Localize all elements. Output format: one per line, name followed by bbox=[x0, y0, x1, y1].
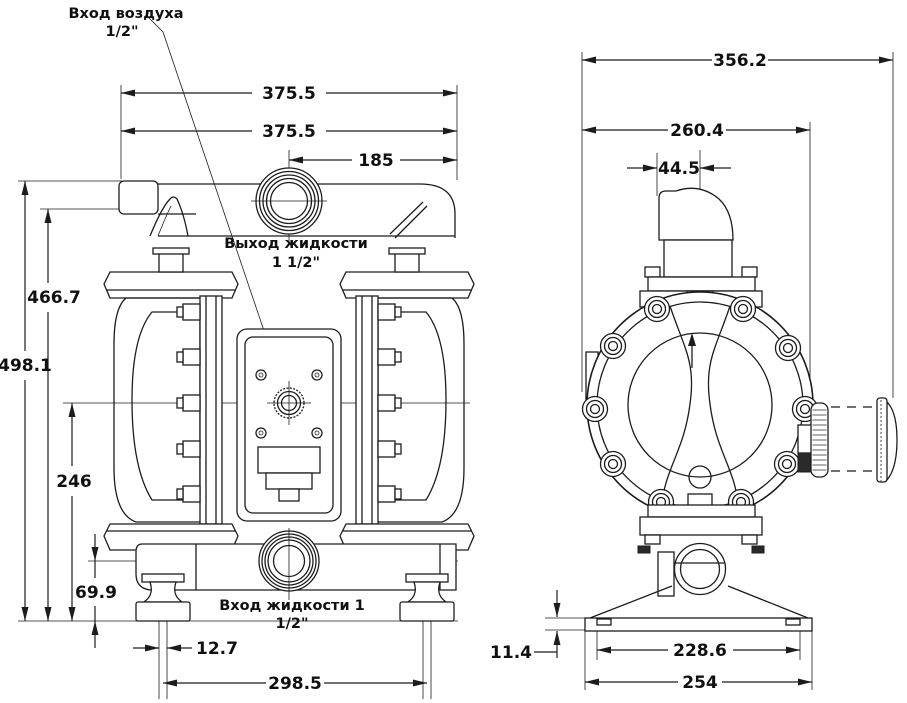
right-foot bbox=[399, 573, 455, 622]
air-inlet-port bbox=[267, 381, 311, 425]
center-section-left bbox=[661, 305, 693, 507]
air-inlet-leader bbox=[146, 15, 287, 397]
neck-column bbox=[663, 239, 733, 278]
side-bottom-assembly bbox=[584, 493, 813, 632]
dim-foot-slot-width: 12.7 bbox=[196, 639, 238, 659]
fluid-outlet-port bbox=[251, 167, 327, 235]
muffler-end-cap bbox=[876, 397, 898, 483]
top-clamp-flange bbox=[647, 276, 756, 292]
dim-overall-width-top: 375.5 bbox=[262, 84, 316, 104]
side-dimensions bbox=[534, 56, 893, 686]
front-view: 375.5 375.5 185 498.1 466.7 246 69.9 12.… bbox=[0, 6, 475, 699]
side-view: 356.2 260.4 44.5 11.4 228.6 254 bbox=[490, 51, 898, 693]
fluid-outlet-label-line2: 1 1/2" bbox=[272, 255, 320, 271]
dim-overall-width: 375.5 bbox=[262, 122, 316, 142]
air-inlet-label-line2: 1/2" bbox=[105, 24, 138, 40]
center-air-valve bbox=[236, 328, 342, 522]
dim-base-plate-thickness: 11.4 bbox=[490, 643, 532, 663]
fluid-outlet-label-line1: Выход жидкости bbox=[224, 236, 368, 252]
dim-port-offset: 44.5 bbox=[658, 159, 700, 179]
top-manifold bbox=[118, 180, 456, 239]
dim-overall-height: 498.1 bbox=[0, 356, 52, 376]
dim-base-slot-spacing: 228.6 bbox=[673, 641, 727, 661]
center-section-right bbox=[707, 305, 739, 507]
pump-housing-circle bbox=[586, 291, 814, 519]
dim-outlet-height: 466.7 bbox=[27, 288, 81, 308]
air-inlet-label-line1: Вход воздуха bbox=[69, 6, 184, 22]
diaphragm-outline bbox=[131, 311, 201, 501]
dim-air-inlet-height: 246 bbox=[56, 472, 92, 492]
bottom-clamp-flange bbox=[647, 504, 756, 518]
left-foot bbox=[135, 573, 191, 622]
left-chamber bbox=[103, 247, 239, 573]
top-left-cap bbox=[118, 180, 159, 215]
side-inlet-port bbox=[673, 542, 727, 596]
side-reference-lines bbox=[545, 52, 894, 690]
base-plate bbox=[584, 617, 813, 632]
chamber-bolts bbox=[176, 303, 201, 503]
clamp-bolt-top bbox=[158, 251, 184, 273]
dim-inlet-height: 69.9 bbox=[75, 583, 117, 603]
dim-overall-depth: 356.2 bbox=[713, 51, 767, 71]
pilot-valve-block bbox=[257, 446, 321, 474]
bolt-band bbox=[199, 295, 223, 525]
left-tent bbox=[149, 196, 189, 237]
flow-direction-arrow bbox=[688, 333, 696, 368]
right-chamber bbox=[339, 247, 475, 573]
chamber-housing bbox=[113, 297, 221, 523]
fluid-inlet-label-line2: 1/2" bbox=[275, 616, 308, 632]
dim-outlet-to-right: 185 bbox=[358, 151, 394, 171]
dim-body-depth: 260.4 bbox=[670, 121, 724, 141]
upper-clamp-band bbox=[103, 271, 239, 299]
discharge-dome bbox=[639, 187, 763, 308]
bottom-manifold bbox=[135, 528, 457, 600]
front-dimensions bbox=[21, 89, 457, 687]
muffler bbox=[797, 397, 898, 483]
fluid-inlet-label-line1: Вход жидкости 1 bbox=[219, 598, 365, 614]
dim-foot-spacing: 298.5 bbox=[268, 674, 322, 694]
dim-base-depth: 254 bbox=[682, 673, 718, 693]
fluid-inlet-port bbox=[258, 528, 320, 600]
